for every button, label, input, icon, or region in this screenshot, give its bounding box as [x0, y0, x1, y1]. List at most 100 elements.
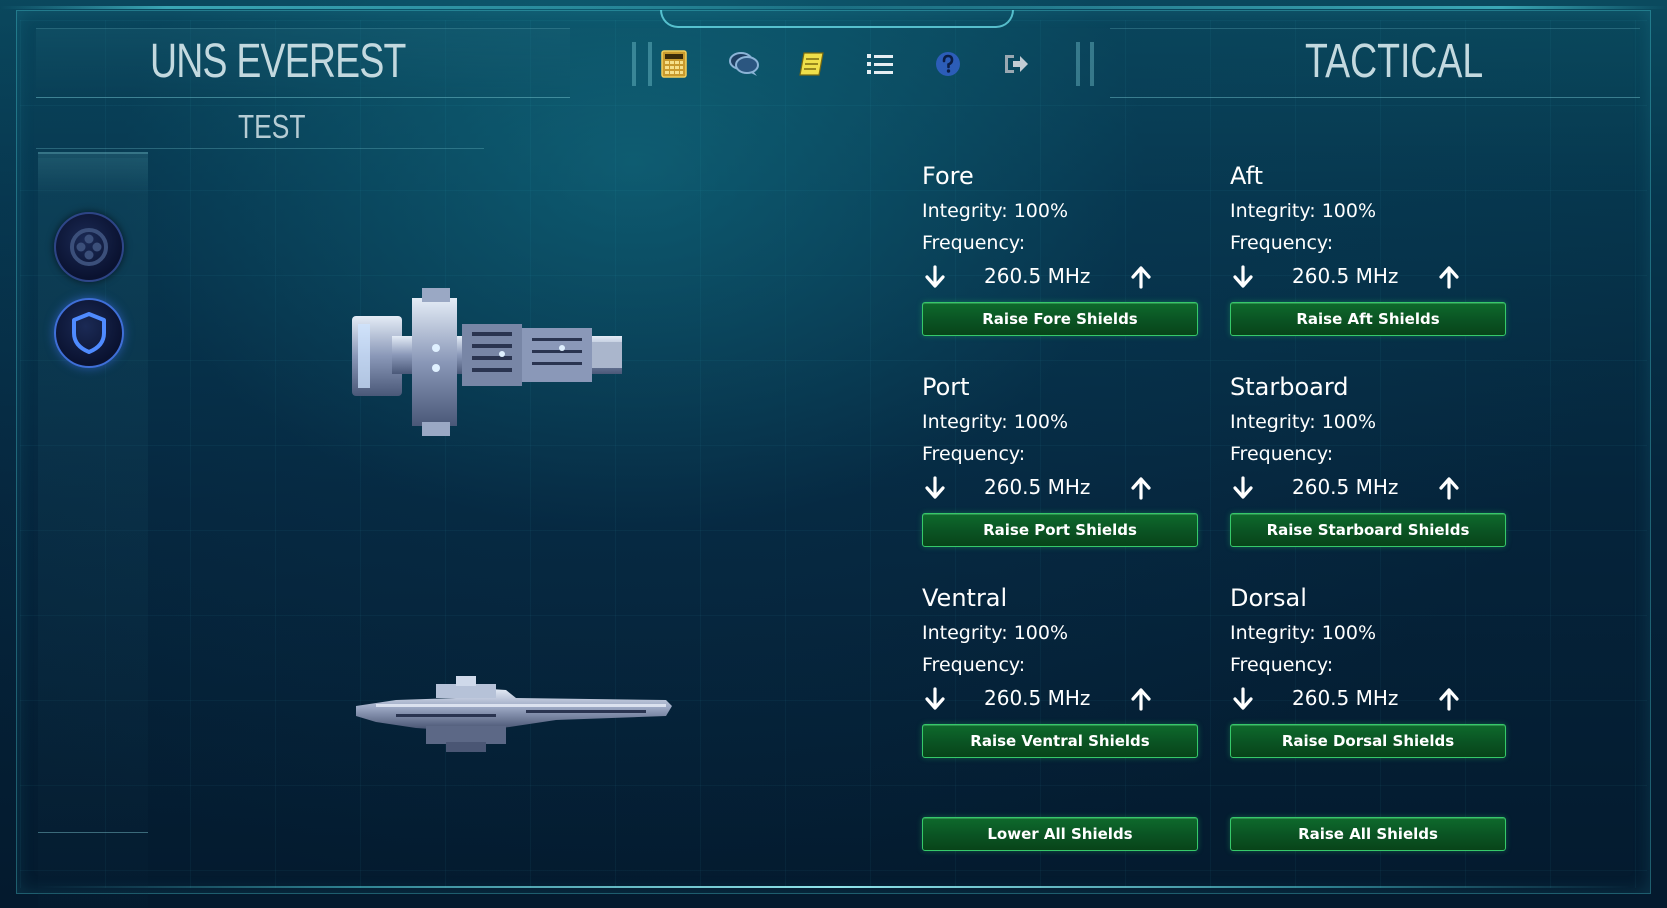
shield-integrity: Integrity: 100%: [922, 200, 1069, 222]
ship-name-panel: [36, 28, 570, 98]
sidebar-item-thrusters[interactable]: [54, 212, 124, 282]
arrow-up-icon: [1131, 688, 1151, 711]
raise-ventral-shields-button[interactable]: Raise Ventral Shields: [922, 724, 1198, 758]
question-icon: [936, 52, 960, 76]
frequency-up-button[interactable]: [1436, 475, 1462, 501]
arrow-up-icon: [1439, 477, 1459, 500]
ship-top-view: [352, 288, 622, 436]
arrow-up-icon: [1131, 266, 1151, 289]
shield-panel-port: Port Integrity: 100% Frequency: 260.5 MH…: [922, 373, 1212, 553]
arrow-down-icon: [1233, 476, 1253, 499]
arrow-up-icon: [1131, 477, 1151, 500]
shield-icon: [72, 312, 106, 354]
chat-bubbles-icon: [729, 52, 759, 76]
shield-integrity: Integrity: 100%: [922, 622, 1069, 644]
toolbar-divider: [648, 42, 652, 86]
frequency-down-button[interactable]: [1230, 686, 1256, 712]
frequency-label: Frequency:: [1230, 232, 1334, 254]
frequency-up-button[interactable]: [1128, 686, 1154, 712]
notebook-icon: [799, 52, 824, 76]
frequency-down-button[interactable]: [1230, 264, 1256, 290]
ship-side-view: [356, 676, 672, 752]
bottom-frame-line: [40, 886, 1630, 888]
raise-all-shields-button[interactable]: Raise All Shields: [1230, 817, 1506, 851]
exit-icon: [1005, 55, 1028, 73]
frequency-up-button[interactable]: [1128, 475, 1154, 501]
arrow-down-icon: [1233, 265, 1253, 288]
frequency-down-button[interactable]: [922, 475, 948, 501]
list-icon: [867, 54, 893, 74]
notes-button[interactable]: [792, 44, 832, 84]
frequency-value: 260.5 MHz: [984, 264, 1091, 288]
shield-panel-starboard: Starboard Integrity: 100% Frequency: 260…: [1230, 373, 1520, 553]
station-name: TACTICAL: [1305, 35, 1484, 88]
raise-starboard-shields-button[interactable]: Raise Starboard Shields: [1230, 513, 1506, 547]
shield-integrity: Integrity: 100%: [1230, 622, 1377, 644]
calculator-icon: [661, 50, 687, 78]
lower-all-shields-button[interactable]: Lower All Shields: [922, 817, 1198, 851]
shield-panel-aft: Aft Integrity: 100% Frequency: 260.5 MHz…: [1230, 162, 1520, 342]
frequency-down-button[interactable]: [922, 686, 948, 712]
top-frame-line: [0, 6, 1667, 9]
arrow-up-icon: [1439, 688, 1459, 711]
frequency-down-button[interactable]: [1230, 475, 1256, 501]
arrow-down-icon: [925, 687, 945, 710]
shield-title: Fore: [922, 162, 974, 190]
shield-panel-ventral: Ventral Integrity: 100% Frequency: 260.5…: [922, 584, 1212, 764]
raise-fore-shields-button[interactable]: Raise Fore Shields: [922, 302, 1198, 336]
arrow-up-icon: [1439, 266, 1459, 289]
shield-title: Dorsal: [1230, 584, 1307, 612]
raise-port-shields-button[interactable]: Raise Port Shields: [922, 513, 1198, 547]
shield-panel-fore: Fore Integrity: 100% Frequency: 260.5 MH…: [922, 162, 1212, 342]
shield-panel-dorsal: Dorsal Integrity: 100% Frequency: 260.5 …: [1230, 584, 1520, 764]
ship-subtitle-panel: [36, 100, 484, 149]
raise-dorsal-shields-button[interactable]: Raise Dorsal Shields: [1230, 724, 1506, 758]
station-name-panel: [1110, 28, 1640, 98]
toolbar: [612, 38, 1094, 88]
toolbar-divider: [1090, 42, 1094, 86]
frequency-label: Frequency:: [1230, 443, 1334, 465]
arrow-down-icon: [925, 265, 945, 288]
shield-title: Port: [922, 373, 970, 401]
arrow-down-icon: [925, 476, 945, 499]
sidebar: [38, 158, 148, 908]
chat-button[interactable]: [724, 44, 764, 84]
frequency-label: Frequency:: [922, 443, 1026, 465]
frequency-value: 260.5 MHz: [984, 686, 1091, 710]
frequency-control: 260.5 MHz: [922, 473, 1212, 503]
arrow-down-icon: [1233, 687, 1253, 710]
frequency-value: 260.5 MHz: [1292, 264, 1399, 288]
shield-integrity: Integrity: 100%: [1230, 411, 1377, 433]
frequency-up-button[interactable]: [1436, 264, 1462, 290]
ship-subtitle: TEST: [238, 108, 306, 145]
shield-title: Aft: [1230, 162, 1263, 190]
frequency-control: 260.5 MHz: [1230, 262, 1520, 292]
raise-aft-shields-button[interactable]: Raise Aft Shields: [1230, 302, 1506, 336]
list-button[interactable]: [860, 44, 900, 84]
ship-name: UNS EVEREST: [150, 35, 406, 88]
frequency-down-button[interactable]: [922, 264, 948, 290]
shield-title: Ventral: [922, 584, 1008, 612]
frequency-label: Frequency:: [922, 232, 1026, 254]
logout-button[interactable]: [996, 44, 1036, 84]
frequency-up-button[interactable]: [1128, 264, 1154, 290]
screen-frame: [16, 10, 1651, 894]
frequency-up-button[interactable]: [1436, 686, 1462, 712]
help-button[interactable]: [928, 44, 968, 84]
frequency-control: 260.5 MHz: [1230, 473, 1520, 503]
shield-integrity: Integrity: 100%: [922, 411, 1069, 433]
shield-integrity: Integrity: 100%: [1230, 200, 1377, 222]
toolbar-divider: [1076, 42, 1080, 86]
frequency-value: 260.5 MHz: [984, 475, 1091, 499]
shield-title: Starboard: [1230, 373, 1349, 401]
calculator-button[interactable]: [654, 44, 694, 84]
sidebar-cap: [38, 152, 148, 194]
frequency-value: 260.5 MHz: [1292, 686, 1399, 710]
toolbar-divider: [632, 42, 636, 86]
thruster-icon: [70, 228, 108, 266]
frequency-control: 260.5 MHz: [1230, 684, 1520, 714]
frequency-control: 260.5 MHz: [922, 684, 1212, 714]
frequency-label: Frequency:: [922, 654, 1026, 676]
sidebar-item-shields[interactable]: [54, 298, 124, 368]
